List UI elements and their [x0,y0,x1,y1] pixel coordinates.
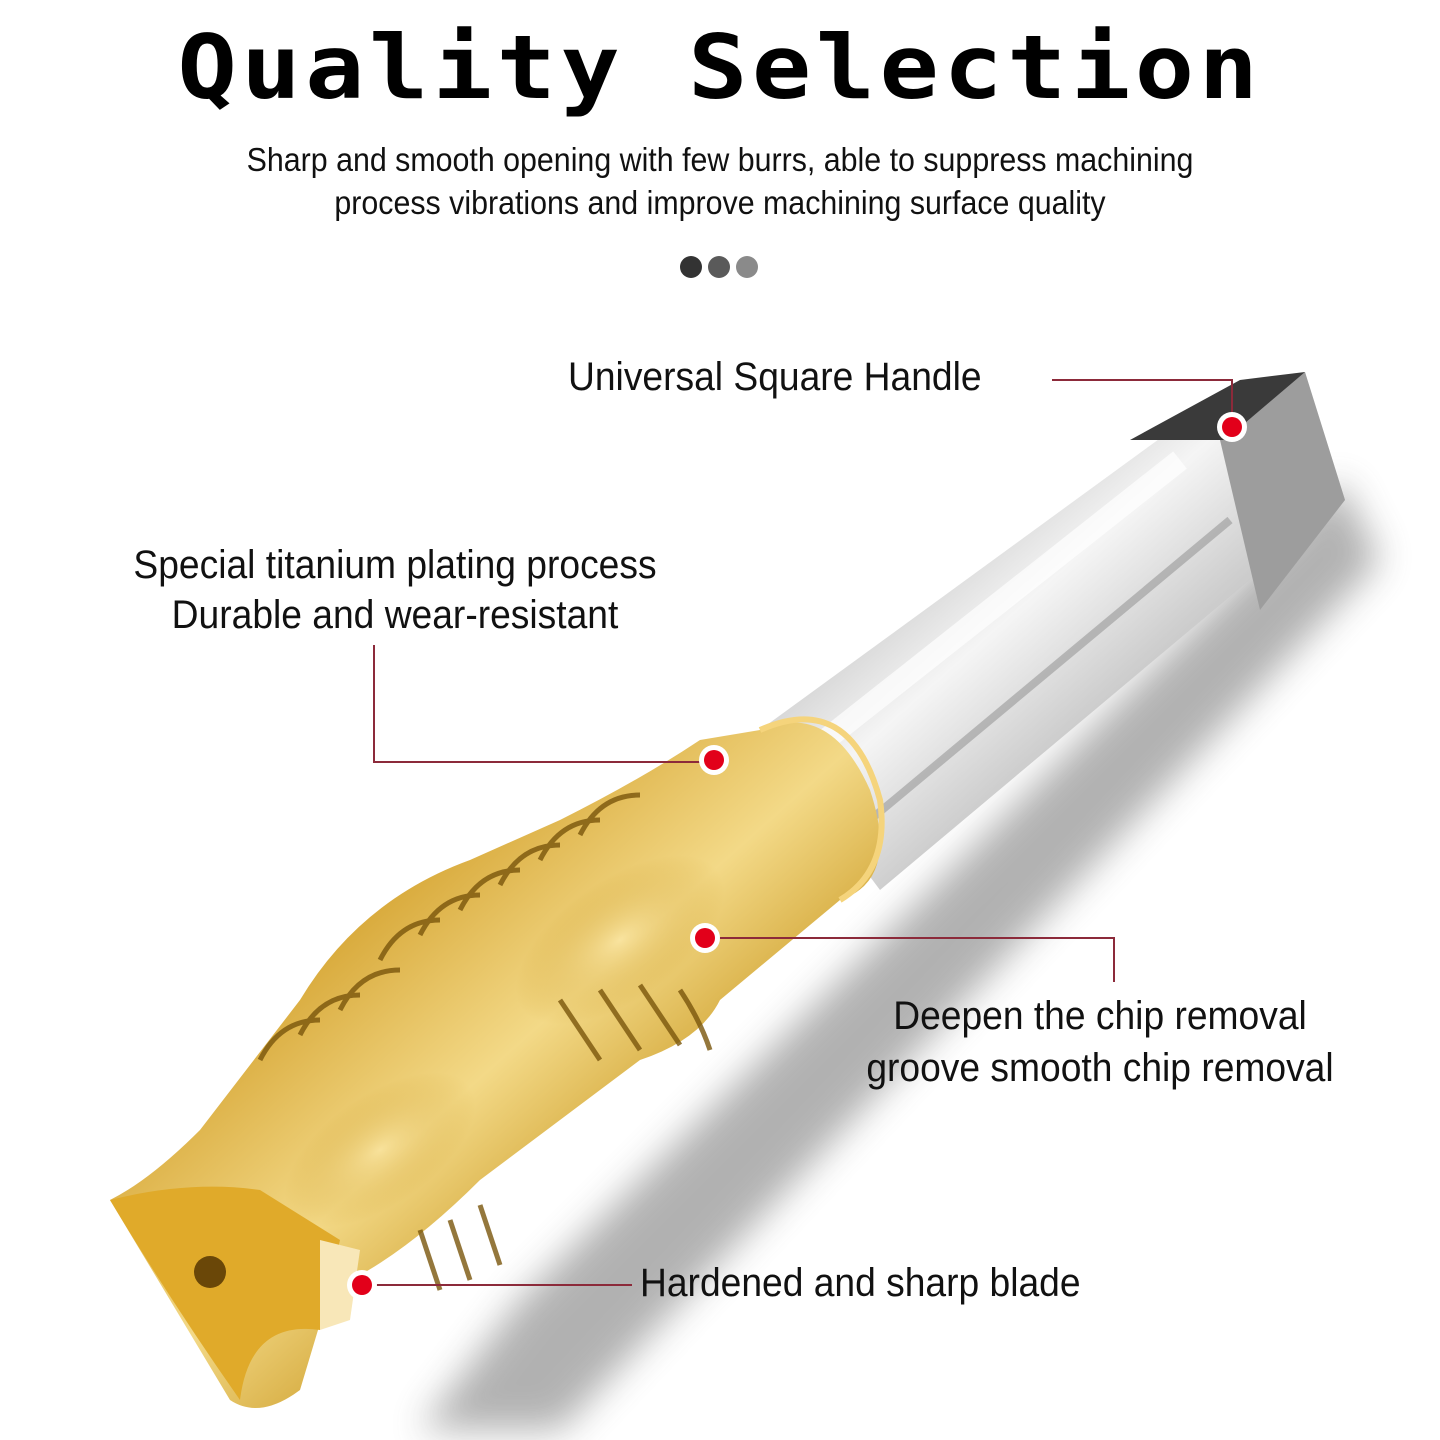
leader-line-handle [1052,379,1233,427]
subtitle-line-1: Sharp and smooth opening with few burrs,… [246,141,1194,178]
callout-groove: Deepen the chip removal groove smooth ch… [821,990,1379,1094]
leader-lines [362,379,1233,1286]
indicator-dots [680,256,758,278]
callout-groove-line-2: groove smooth chip removal [866,1046,1334,1090]
callout-plating-line-1: Special titanium plating process [133,543,657,587]
marker-plating [699,745,729,775]
marker-blade [347,1270,377,1300]
page-title: Quality Selection [177,16,1263,119]
indicator-dot-1 [680,256,702,278]
callout-groove-line-1: Deepen the chip removal [893,994,1307,1038]
indicator-dot-2 [708,256,730,278]
indicator-dot-3 [736,256,758,278]
leader-line-plating [373,645,714,763]
subtitle-line-2: process vibrations and improve machining… [334,184,1106,221]
tool-fluted-body [110,716,885,1408]
callout-plating-line-2: Durable and wear-resistant [171,593,619,637]
subtitle: Sharp and smooth opening with few burrs,… [168,138,1272,224]
callout-markers [347,412,1247,1300]
callout-plating: Special titanium plating process Durable… [93,540,698,640]
callout-blade: Hardened and sharp blade [640,1258,1081,1308]
marker-handle [1217,412,1247,442]
callout-handle-line-1: Universal Square Handle [568,355,982,399]
callout-blade-line-1: Hardened and sharp blade [640,1261,1081,1305]
callout-handle: Universal Square Handle [568,352,982,402]
marker-groove [690,923,720,953]
leader-line-groove [706,937,1115,982]
tool-shadow [420,480,1380,1430]
tool-shank [760,372,1345,890]
